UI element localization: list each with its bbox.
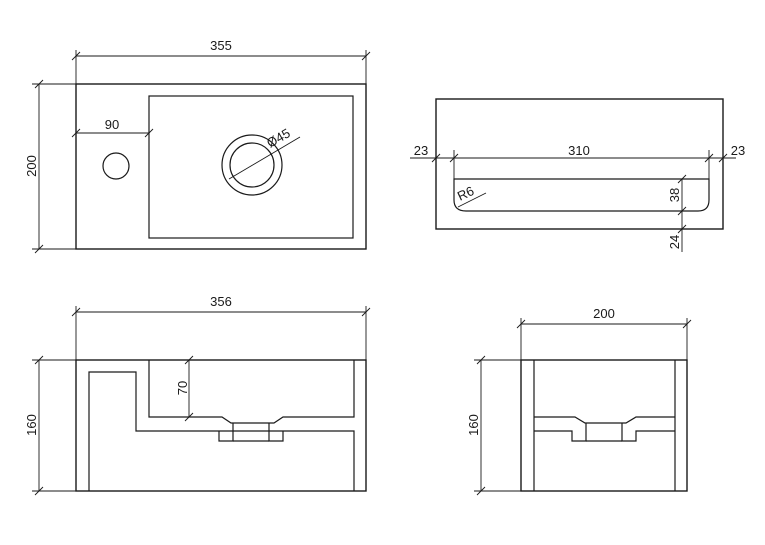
- drain-outer: [221, 134, 283, 196]
- side-width-label: 200: [593, 306, 615, 321]
- top-view-outline: [75, 83, 367, 250]
- bottom-label: 24: [667, 235, 682, 249]
- section-outline: [435, 98, 724, 230]
- top-view: 355 200 90 Ø45: [24, 38, 371, 254]
- top-height-label: 200: [24, 155, 39, 177]
- radius-label: R6: [455, 183, 476, 204]
- drain-inner: [229, 142, 275, 188]
- section-left-margin-label: 23: [414, 143, 428, 158]
- front-inner-profile: [88, 371, 355, 491]
- depth-label: 38: [667, 188, 682, 202]
- section-view: 23 310 23 R6 38 24: [410, 98, 745, 252]
- basin-depth-label: 70: [175, 381, 190, 395]
- front-height-label: 160: [24, 414, 39, 436]
- side-view: 200 160: [466, 306, 692, 496]
- front-width-label: 356: [210, 294, 232, 309]
- front-view: 356 160 70: [24, 294, 371, 496]
- side-basin-bottom: [534, 416, 675, 424]
- radius-leader: [457, 192, 487, 208]
- offset-label: 90: [105, 117, 119, 132]
- basin-outline: [148, 95, 354, 239]
- tap-hole: [102, 152, 130, 180]
- front-basin: [148, 360, 355, 424]
- basin-section: [453, 178, 710, 212]
- drain-leader: [228, 136, 301, 180]
- side-outline: [520, 359, 688, 492]
- side-height-label: 160: [466, 414, 481, 436]
- section-right-margin-label: 23: [731, 143, 745, 158]
- section-inner-width-label: 310: [568, 143, 590, 158]
- top-width-label: 355: [210, 38, 232, 53]
- front-outline: [75, 359, 367, 492]
